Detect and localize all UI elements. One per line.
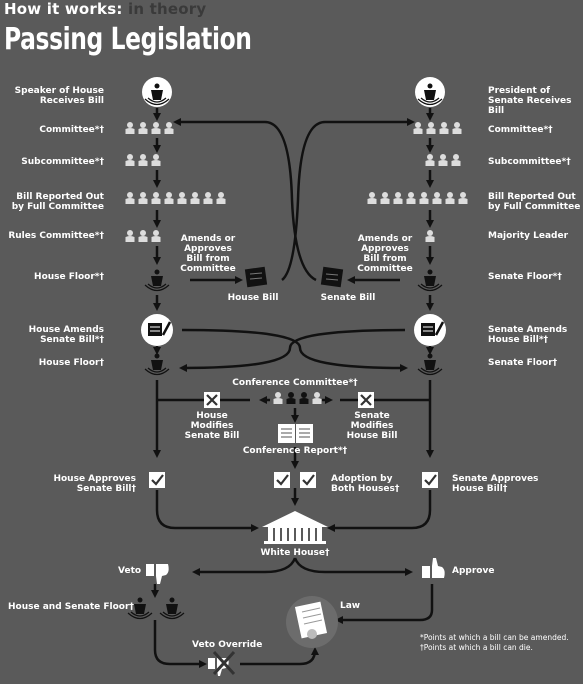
approve-thumb-icon xyxy=(422,558,445,578)
house-amends-approves-label: Amends or Approves Bill from Committee xyxy=(180,234,236,274)
senate-bill-icon xyxy=(320,266,344,288)
house-floor-icon xyxy=(144,268,170,292)
senate-floor2-icon xyxy=(417,352,443,376)
conference-report-label: Conference Report*† xyxy=(242,446,348,456)
veto-override-icon xyxy=(208,650,236,676)
rules-committee-label: Rules Committee*† xyxy=(8,231,104,241)
law-label: Law xyxy=(340,601,361,611)
house-flow-lines xyxy=(153,108,434,532)
house-bill-label: House Bill xyxy=(227,293,279,303)
header-suffix: in theory xyxy=(127,0,207,18)
house-committee-label: Committee*† xyxy=(39,125,104,135)
senate-floor-label: Senate Floor*† xyxy=(488,272,562,282)
header: How it works: in theory xyxy=(4,0,206,18)
senate-amend-icon xyxy=(414,314,446,346)
house-receives-label: Speaker of House Receives Bill xyxy=(14,86,104,106)
senate-committee-icon xyxy=(413,122,462,134)
veto-override-label: Veto Override xyxy=(192,640,263,650)
house-approves-icon xyxy=(147,470,167,490)
majority-leader-label: Majority Leader xyxy=(488,231,569,241)
house-senate-floor-label: House and Senate Floor† xyxy=(8,602,134,612)
adoption-label: Adoption by Both Houses† xyxy=(331,474,400,494)
senate-floor-icon xyxy=(417,268,443,292)
senate-president-podium-icon xyxy=(415,77,445,107)
law-scroll-icon xyxy=(286,596,338,648)
senate-amends-approves-label: Amends or Approves Bill from Committee xyxy=(357,234,413,274)
senate-reported-label: Bill Reported Out by Full Committee xyxy=(488,192,581,212)
senate-amends-label: Senate Amends House Bill*† xyxy=(488,325,568,345)
footnote-amend: *Points at which a bill can be amended. xyxy=(420,633,569,642)
house-amend-icon xyxy=(141,314,173,346)
senate-approves-icon xyxy=(420,470,440,490)
house-subcommittee-label: Subcommittee*† xyxy=(21,157,104,167)
senate-committee-label: Committee*† xyxy=(488,125,553,135)
house-reported-label: Bill Reported Out by Full Committee xyxy=(11,192,104,212)
speaker-podium-icon xyxy=(142,77,172,107)
conference-committee-icon xyxy=(273,392,322,404)
white-house-label: White House† xyxy=(260,548,330,558)
house-bill-icon xyxy=(244,266,268,288)
approve-label: Approve xyxy=(452,566,495,576)
rules-committee-icon xyxy=(125,230,161,242)
house-committee-icon xyxy=(125,122,174,134)
veto-thumb-icon xyxy=(146,564,169,584)
house-subcommittee-icon xyxy=(125,154,161,166)
senate-approves-label: Senate Approves House Bill† xyxy=(452,474,539,494)
senate-receives-label: President of Senate Receives Bill xyxy=(488,86,572,116)
senate-modifies-icon xyxy=(356,390,376,410)
senate-modifies-label: Senate Modifies House Bill xyxy=(346,411,398,441)
header-prefix: How it works: xyxy=(4,0,123,18)
senate-subcommittee-label: Subcommittee*† xyxy=(488,157,571,167)
veto-label: Veto xyxy=(118,566,142,576)
house-modifies-icon xyxy=(202,390,222,410)
footnotes: *Points at which a bill can be amended. … xyxy=(420,633,569,653)
house-approves-label: House Approves Senate Bill† xyxy=(53,474,136,494)
senate-floor2-label: Senate Floor† xyxy=(488,358,558,368)
cross-lines xyxy=(151,118,434,668)
house-modifies-label: House Modifies Senate Bill xyxy=(184,411,240,441)
majority-leader-icon xyxy=(425,230,435,242)
house-floor2-icon xyxy=(144,352,170,376)
page-title: Passing Legislation xyxy=(4,22,252,57)
senate-bill-label: Senate Bill xyxy=(320,293,376,303)
house-floor2-label: House Floor† xyxy=(38,358,104,368)
white-house-icon xyxy=(262,511,328,544)
senate-full-committee-icon xyxy=(367,192,468,204)
house-full-committee-icon xyxy=(125,192,226,204)
conference-report-icon xyxy=(278,424,313,443)
senate-subcommittee-icon xyxy=(425,154,461,166)
house-senate-floor-icon xyxy=(127,596,185,620)
footnote-die: †Points at which a bill can die. xyxy=(420,643,533,652)
conference-committee-label: Conference Committee*† xyxy=(232,378,358,388)
house-amends-label: House Amends Senate Bill*† xyxy=(28,325,104,345)
adoption-icon xyxy=(272,470,318,490)
house-floor-label: House Floor*† xyxy=(34,272,104,282)
